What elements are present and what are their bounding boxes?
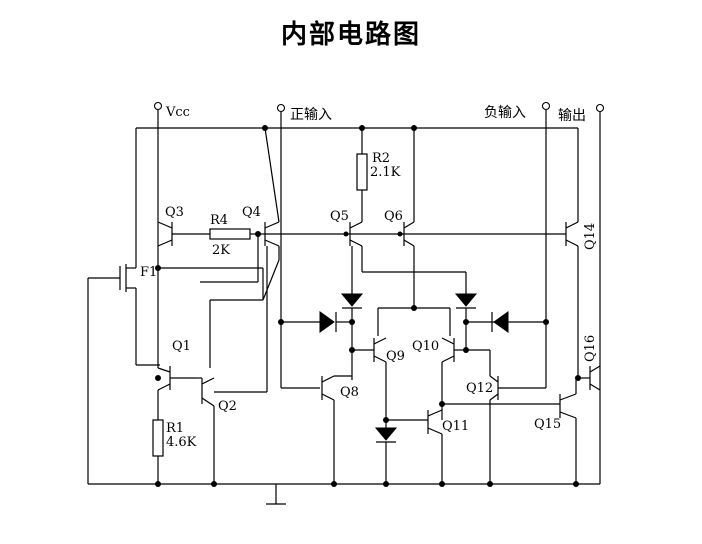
- transistor-q6: Q6: [384, 125, 417, 308]
- label-q14: Q14: [583, 223, 598, 250]
- label-q10: Q10: [412, 339, 439, 354]
- label-q8: Q8: [340, 385, 359, 400]
- vcc-terminal: Vcc: [153, 101, 190, 368]
- value-r4: 2K: [212, 243, 230, 258]
- output-label: 输出: [558, 108, 586, 124]
- transistor-q5: Q5: [330, 209, 410, 294]
- resistor-r2: R2 2.1K: [356, 125, 401, 222]
- label-r4: R4: [210, 213, 228, 228]
- label-r2: R2: [372, 151, 390, 166]
- label-q15: Q15: [534, 417, 561, 432]
- label-q2: Q2: [218, 399, 237, 414]
- transistor-q14: Q14: [565, 128, 598, 378]
- transistor-q1: Q1: [157, 339, 196, 391]
- value-r2: 2.1K: [370, 165, 401, 180]
- transistor-q11: Q11: [386, 409, 469, 484]
- label-q4: Q4: [242, 205, 261, 220]
- transistor-q16: Q16: [578, 335, 601, 391]
- label-q9: Q9: [386, 349, 405, 364]
- label-q16: Q16: [583, 335, 598, 362]
- diode-d4: [466, 311, 546, 333]
- pos-input-terminal: 正输入: [276, 103, 332, 388]
- label-q1: Q1: [172, 339, 191, 354]
- neg-input-terminal: 负输入: [484, 101, 551, 388]
- transistor-f1: F1: [87, 264, 160, 484]
- transistor-q2: Q2: [196, 377, 237, 484]
- transistor-q10: Q10: [412, 308, 466, 420]
- label-q6: Q6: [384, 209, 403, 224]
- label-r1: R1: [166, 421, 184, 436]
- transistor-q3: Q3: [157, 205, 210, 247]
- vcc-label: Vcc: [165, 105, 190, 120]
- neg-input-label: 负输入: [484, 105, 526, 121]
- label-q11: Q11: [442, 419, 469, 434]
- label-q12: Q12: [466, 381, 493, 396]
- diode-d1: [340, 293, 364, 322]
- resistor-r4: R4 2K: [209, 213, 258, 258]
- transistor-q4: Q4: [242, 127, 280, 247]
- transistor-q15: Q15: [534, 378, 577, 484]
- transistor-q12: Q12: [466, 375, 546, 484]
- ground-rail: [88, 483, 600, 505]
- resistor-r1: R1 4.6K: [152, 390, 197, 484]
- diode-d5: [374, 420, 398, 484]
- value-r1: 4.6K: [166, 435, 197, 450]
- transistor-q8: Q8: [281, 375, 359, 484]
- page-title: 内部电路图: [280, 20, 421, 50]
- pos-input-label: 正输入: [290, 107, 332, 123]
- label-f1: F1: [140, 265, 157, 280]
- transistor-q9: Q9: [352, 308, 405, 420]
- diode-d3: [454, 272, 478, 322]
- label-q5: Q5: [330, 209, 349, 224]
- diode-d2: [278, 311, 352, 333]
- output-terminal: 输出: [558, 103, 605, 484]
- label-q3: Q3: [165, 205, 184, 220]
